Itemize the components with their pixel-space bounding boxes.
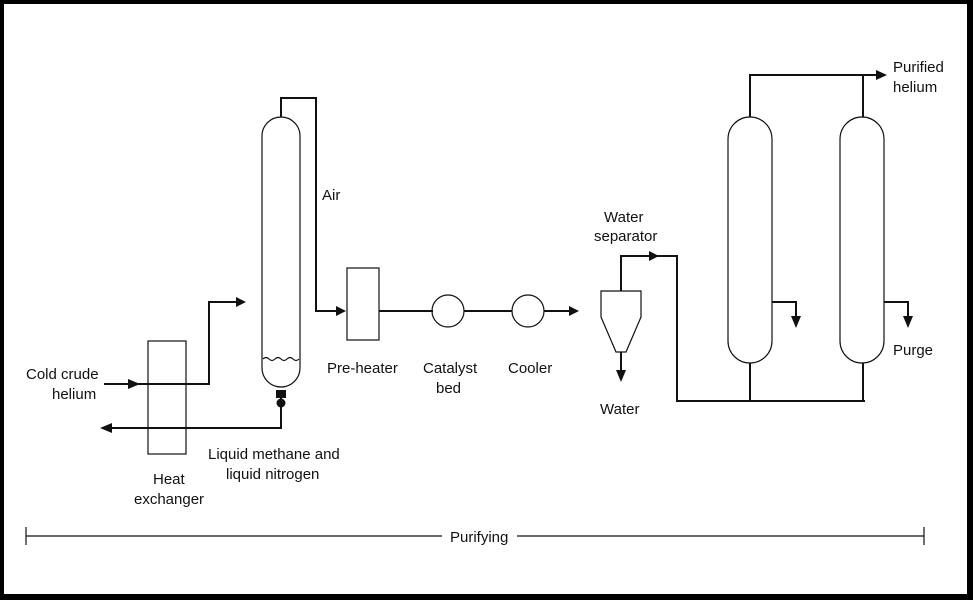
label-liquids-1: Liquid methane and (208, 446, 340, 463)
purifying-bracket-right (517, 527, 925, 545)
label-purified-helium: helium (893, 79, 937, 96)
return-arrow (100, 423, 112, 433)
label-cooler: Cooler (508, 360, 552, 377)
label-water-sep-1: Water (604, 209, 643, 226)
adsorber-2 (839, 116, 885, 364)
water-separator (600, 290, 642, 353)
column-valve (276, 390, 286, 398)
heat-exchanger (147, 340, 187, 455)
label-helium-in: helium (52, 386, 96, 403)
water-arrow (616, 370, 626, 382)
label-purge: Purge (893, 342, 933, 359)
catalyst-bed (431, 294, 465, 328)
label-purified: Purified (893, 59, 944, 76)
column-valve-ball (276, 398, 286, 408)
pre-heater (346, 267, 380, 341)
cooler (511, 294, 545, 328)
purified-arrow (876, 70, 887, 80)
purge-arrow-2 (903, 316, 913, 328)
purge-line-1 (772, 301, 797, 318)
label-bed: bed (436, 380, 461, 397)
purified-line (749, 74, 878, 117)
cryogenic-column (261, 116, 301, 388)
crude-helium-line (104, 301, 236, 385)
label-water-sep-2: separator (594, 228, 657, 245)
return-line (110, 393, 282, 429)
label-heat: Heat (153, 471, 186, 488)
separator-outlet (620, 255, 865, 402)
label-water: Water (600, 401, 639, 418)
purifying-bracket-left (25, 527, 442, 545)
air-line (280, 97, 338, 312)
purge-line-2 (884, 301, 909, 318)
label-preheater: Pre-heater (327, 360, 398, 377)
label-air: Air (322, 187, 340, 204)
label-purifying: Purifying (450, 529, 508, 546)
label-cold-crude: Cold crude (26, 366, 99, 383)
label-liquids-2: liquid nitrogen (226, 466, 319, 483)
separator-outlet-arrow (649, 251, 659, 261)
air-arrow (336, 306, 346, 316)
diagram-panel (4, 4, 967, 594)
to-column-arrow (236, 297, 246, 307)
crude-helium-arrow (128, 379, 140, 389)
purge-arrow-1 (791, 316, 801, 328)
adsorber-1 (727, 116, 773, 364)
label-catalyst: Catalyst (423, 360, 478, 377)
liquid-level (262, 356, 300, 362)
label-exchanger: exchanger (134, 491, 204, 508)
to-separator-arrow (569, 306, 579, 316)
